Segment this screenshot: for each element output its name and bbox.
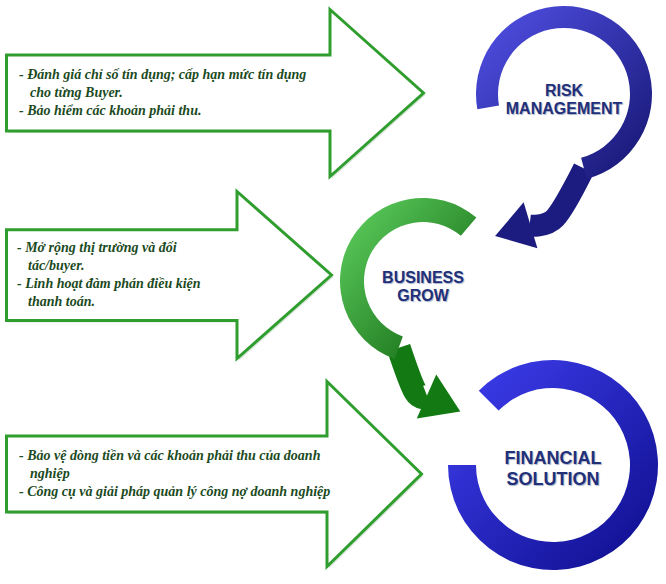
ring-arc <box>448 360 658 570</box>
bullet-text: - Công cụ và giải pháp quản lý công nợ d… <box>19 483 341 501</box>
bullet-text: - Bảo vệ dòng tiền và các khoản phải thu… <box>19 447 341 483</box>
ring-label: FINANCIAL SOLUTION <box>479 448 627 489</box>
arrow-box: - Mở rộng thị trường và đối tác/buyer.- … <box>5 190 333 360</box>
ring-node: RISK MANAGEMENT <box>476 6 652 182</box>
ring-label: BUSINESS GROW <box>366 269 480 306</box>
ring-arc <box>476 6 652 179</box>
bullet-text: - Bảo hiểm các khoản phải thu. <box>19 102 325 120</box>
arrow-box: - Bảo vệ dòng tiền và các khoản phải thu… <box>5 380 423 568</box>
text-group: FINANCIAL SOLUTION <box>479 448 627 489</box>
text-group: RISK MANAGEMENT <box>499 82 629 119</box>
bullet-text: - Linh hoạt đàm phán điều kiện thanh toá… <box>17 275 229 311</box>
bullet-text: - Mở rộng thị trường và đối tác/buyer. <box>17 239 229 275</box>
ring-node: FINANCIAL SOLUTION <box>448 360 658 570</box>
arrow-head <box>495 202 537 248</box>
text-group: - Đánh giá chỉ số tín dụng; cấp hạn mức … <box>19 66 325 121</box>
connector-line <box>530 168 584 225</box>
text-group: - Mở rộng thị trường và đối tác/buyer.- … <box>17 239 229 312</box>
bullet-text: - Đánh giá chỉ số tín dụng; cấp hạn mức … <box>19 66 325 102</box>
ring-node: BUSINESS GROW <box>340 198 506 364</box>
connector-arrow <box>399 348 461 419</box>
arrow-outline <box>7 10 424 177</box>
connector-arrow <box>495 168 584 248</box>
arrow-box: - Đánh giá chỉ số tín dụng; cấp hạn mức … <box>5 8 425 178</box>
ring-label: RISK MANAGEMENT <box>499 82 629 119</box>
text-group: BUSINESS GROW <box>366 269 480 306</box>
arrow-outline <box>7 382 422 567</box>
arrow-outline <box>7 192 332 359</box>
text-group: - Bảo vệ dòng tiền và các khoản phải thu… <box>19 447 341 502</box>
arrow-shape <box>5 190 333 360</box>
arrow-head <box>417 375 461 419</box>
connector-line <box>399 348 428 398</box>
